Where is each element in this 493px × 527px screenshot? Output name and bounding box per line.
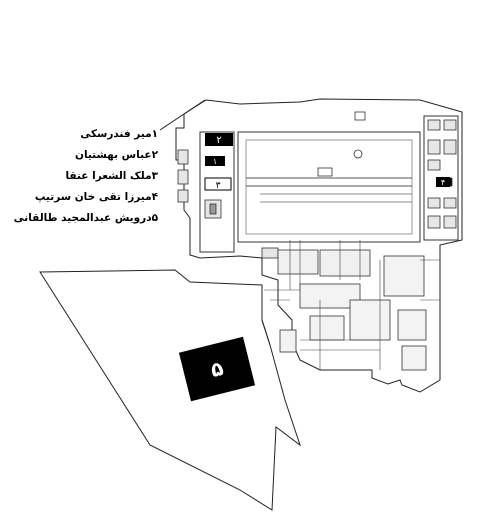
marker-3-box (204, 177, 232, 191)
detail-blocks (177, 111, 457, 371)
legend: ۱میر فندرسکی ۲عباس بهشتیان ۳ملک الشعرا ع… (13, 124, 158, 229)
legend-item-1: ۱میر فندرسکی (80, 128, 158, 140)
marker-5-label: ۵ (208, 356, 226, 382)
marker-2-label: ۲ (216, 135, 221, 146)
legend-leader-line (159, 99, 206, 131)
legend-item-5: ۵درویش عبدالمجید طالقانی (13, 212, 158, 224)
marker-2-box (205, 133, 233, 146)
legend-item-3: ۳ملک الشعرا عنقا (65, 170, 158, 182)
marker-4-box (436, 177, 450, 187)
markers: ۲ ۱ ۳ ۴ ۵ (178, 133, 450, 402)
main-complex (175, 98, 463, 393)
grid-details (264, 240, 440, 370)
legend-item-2: ۲عباس بهشتیان (74, 149, 158, 161)
marker-1-label: ۱ (213, 157, 217, 166)
marker-1-box (205, 156, 225, 166)
marker-5-box (178, 336, 256, 402)
complex-outline (175, 98, 463, 393)
marker-3-label: ۳ (216, 181, 221, 191)
open-plot (39, 269, 301, 511)
marker-4-label: ۴ (441, 178, 445, 187)
inner-court (245, 139, 413, 235)
courtyard (237, 131, 421, 243)
legend-item-4: ۴میرزا تقی خان سرتیپ (34, 191, 158, 203)
